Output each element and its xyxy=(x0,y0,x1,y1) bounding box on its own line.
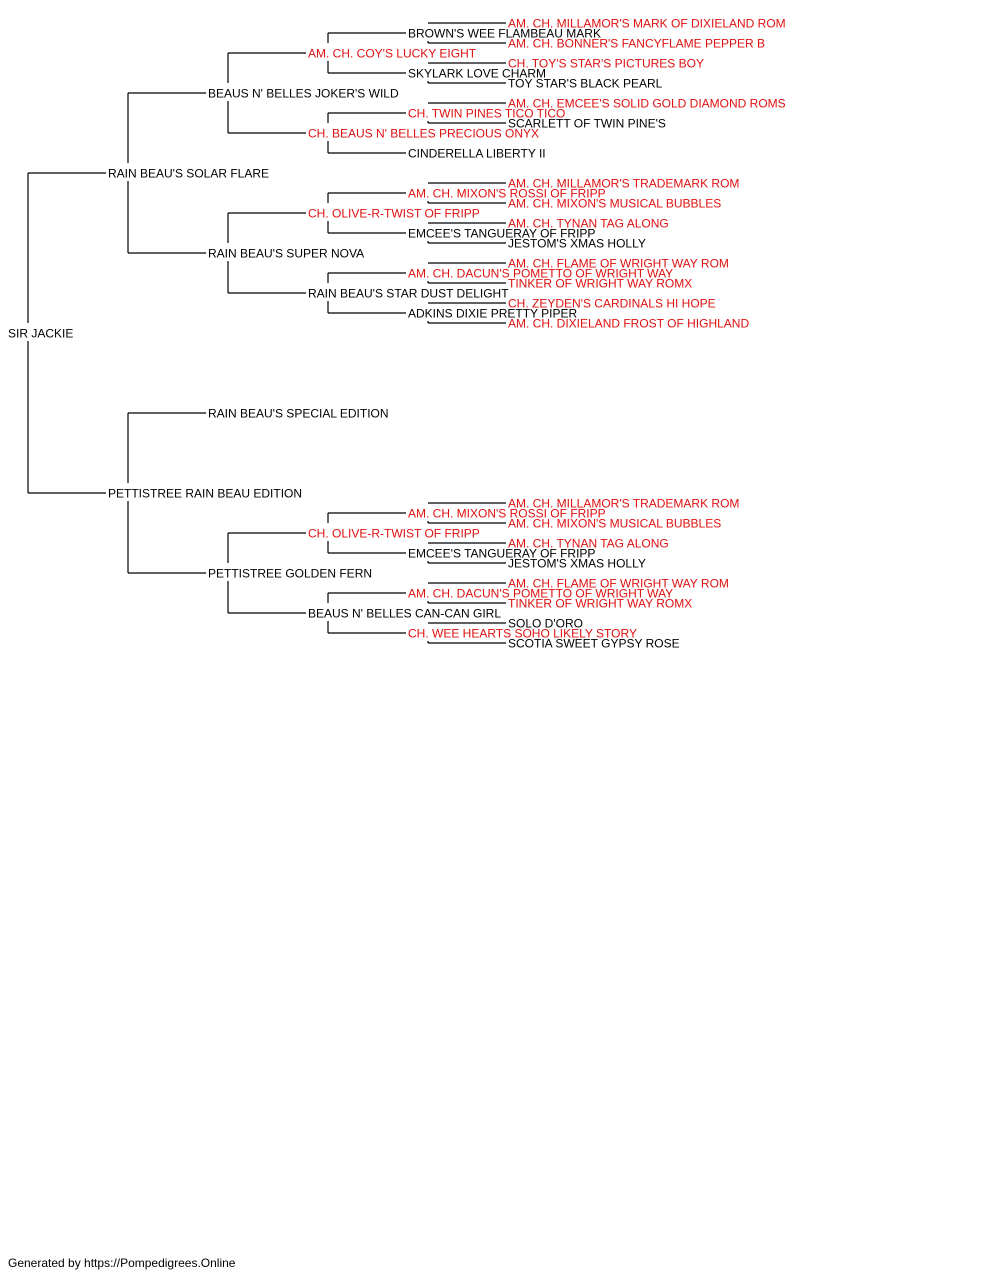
dog-name-sddds: CH. ZEYDEN'S CARDINALS HI HOPE xyxy=(508,297,716,311)
dog-name-ssdss: AM. CH. EMCEE'S SOLID GOLD DIAMOND ROMS xyxy=(508,97,786,111)
dog-name-dddss: AM. CH. FLAME OF WRIGHT WAY ROM xyxy=(508,577,729,591)
pedigree-name-labels: SIR JACKIE RAIN BEAU'S SOLAR FLARE BEAUS N… xyxy=(8,17,786,651)
dog-name-sdddd: AM. CH. DIXIELAND FROST OF HIGHLAND xyxy=(508,317,749,331)
dog-name-ds: RAIN BEAU'S SPECIAL EDITION xyxy=(208,407,389,421)
dog-name-sdsss: AM. CH. MILLAMOR'S TRADEMARK ROM xyxy=(508,177,739,191)
dog-name-sss: AM. CH. COY'S LUCKY EIGHT xyxy=(308,47,477,61)
dog-name-subject: SIR JACKIE xyxy=(8,327,73,341)
dog-name-sdd: RAIN BEAU'S STAR DUST DELIGHT xyxy=(308,287,509,301)
dog-name-sdsds: AM. CH. TYNAN TAG ALONG xyxy=(508,217,669,231)
dog-name-sdsdd: JESTOM'S XMAS HOLLY xyxy=(508,237,646,251)
dog-name-ddddd: SCOTIA SWEET GYPSY ROSE xyxy=(508,637,680,651)
dog-name-sssss: AM. CH. MILLAMOR'S MARK OF DIXIELAND ROM xyxy=(508,17,786,31)
dog-name-ss: BEAUS N' BELLES JOKER'S WILD xyxy=(208,87,399,101)
dog-name-ddsd: EMCEE'S TANGUERAY OF FRIPP xyxy=(408,547,595,561)
dog-name-ssd: CH. BEAUS N' BELLES PRECIOUS ONYX xyxy=(308,127,539,141)
dog-name-ddsss: AM. CH. MILLAMOR'S TRADEMARK ROM xyxy=(508,497,739,511)
dog-name-s: RAIN BEAU'S SOLAR FLARE xyxy=(108,167,269,181)
dog-name-sdssd: AM. CH. MIXON'S MUSICAL BUBBLES xyxy=(508,197,721,211)
dog-name-d: PETTISTREE RAIN BEAU EDITION xyxy=(108,487,302,501)
dog-name-dddsd: TINKER OF WRIGHT WAY ROMX xyxy=(508,597,692,611)
dog-name-sddd: ADKINS DIXIE PRETTY PIPER xyxy=(408,307,577,321)
generated-by-footer: Generated by https://Pompedigrees.Online xyxy=(8,1256,236,1270)
dog-name-dd: PETTISTREE GOLDEN FERN xyxy=(208,567,372,581)
dog-name-dddd: CH. WEE HEARTS SOHO LIKELY STORY xyxy=(408,627,637,641)
dog-name-ddss: AM. CH. MIXON'S ROSSI OF FRIPP xyxy=(408,507,606,521)
dog-name-sssd: SKYLARK LOVE CHARM xyxy=(408,67,546,81)
dog-name-ssdd: CINDERELLA LIBERTY II xyxy=(408,147,546,161)
dog-name-ddsds: AM. CH. TYNAN TAG ALONG xyxy=(508,537,669,551)
dog-name-sdds: AM. CH. DACUN'S POMETTO OF WRIGHT WAY xyxy=(408,267,673,281)
dog-name-sdsd: EMCEE'S TANGUERAY OF FRIPP xyxy=(408,227,595,241)
dog-name-dddds: SOLO D'ORO xyxy=(508,617,583,631)
dog-name-sd: RAIN BEAU'S SUPER NOVA xyxy=(208,247,364,261)
dog-name-dds: CH. OLIVE-R-TWIST OF FRIPP xyxy=(308,527,480,541)
dog-name-ssss: BROWN'S WEE FLAMBEAU MARK xyxy=(408,27,601,41)
dog-name-sdss: AM. CH. MIXON'S ROSSI OF FRIPP xyxy=(408,187,606,201)
dog-name-ddds: AM. CH. DACUN'S POMETTO OF WRIGHT WAY xyxy=(408,587,673,601)
dog-name-sssds: CH. TOY'S STAR'S PICTURES BOY xyxy=(508,57,704,71)
dog-name-ssds: CH. TWIN PINES TICO TICO xyxy=(408,107,565,121)
dog-name-ddsdd: JESTOM'S XMAS HOLLY xyxy=(508,557,646,571)
dog-name-sddss: AM. CH. FLAME OF WRIGHT WAY ROM xyxy=(508,257,729,271)
dog-name-ddd: BEAUS N' BELLES CAN-CAN GIRL xyxy=(308,607,501,621)
dog-name-sds: CH. OLIVE-R-TWIST OF FRIPP xyxy=(308,207,480,221)
dog-name-sssdd: TOY STAR'S BLACK PEARL xyxy=(508,77,663,91)
dog-name-ssdsd: SCARLETT OF TWIN PINE'S xyxy=(508,117,666,131)
pedigree-connector-lines xyxy=(27,22,506,644)
dog-name-ssssd: AM. CH. BONNER'S FANCYFLAME PEPPER B xyxy=(508,37,765,51)
dog-name-sddsd: TINKER OF WRIGHT WAY ROMX xyxy=(508,277,692,291)
dog-name-ddssd: AM. CH. MIXON'S MUSICAL BUBBLES xyxy=(508,517,721,531)
